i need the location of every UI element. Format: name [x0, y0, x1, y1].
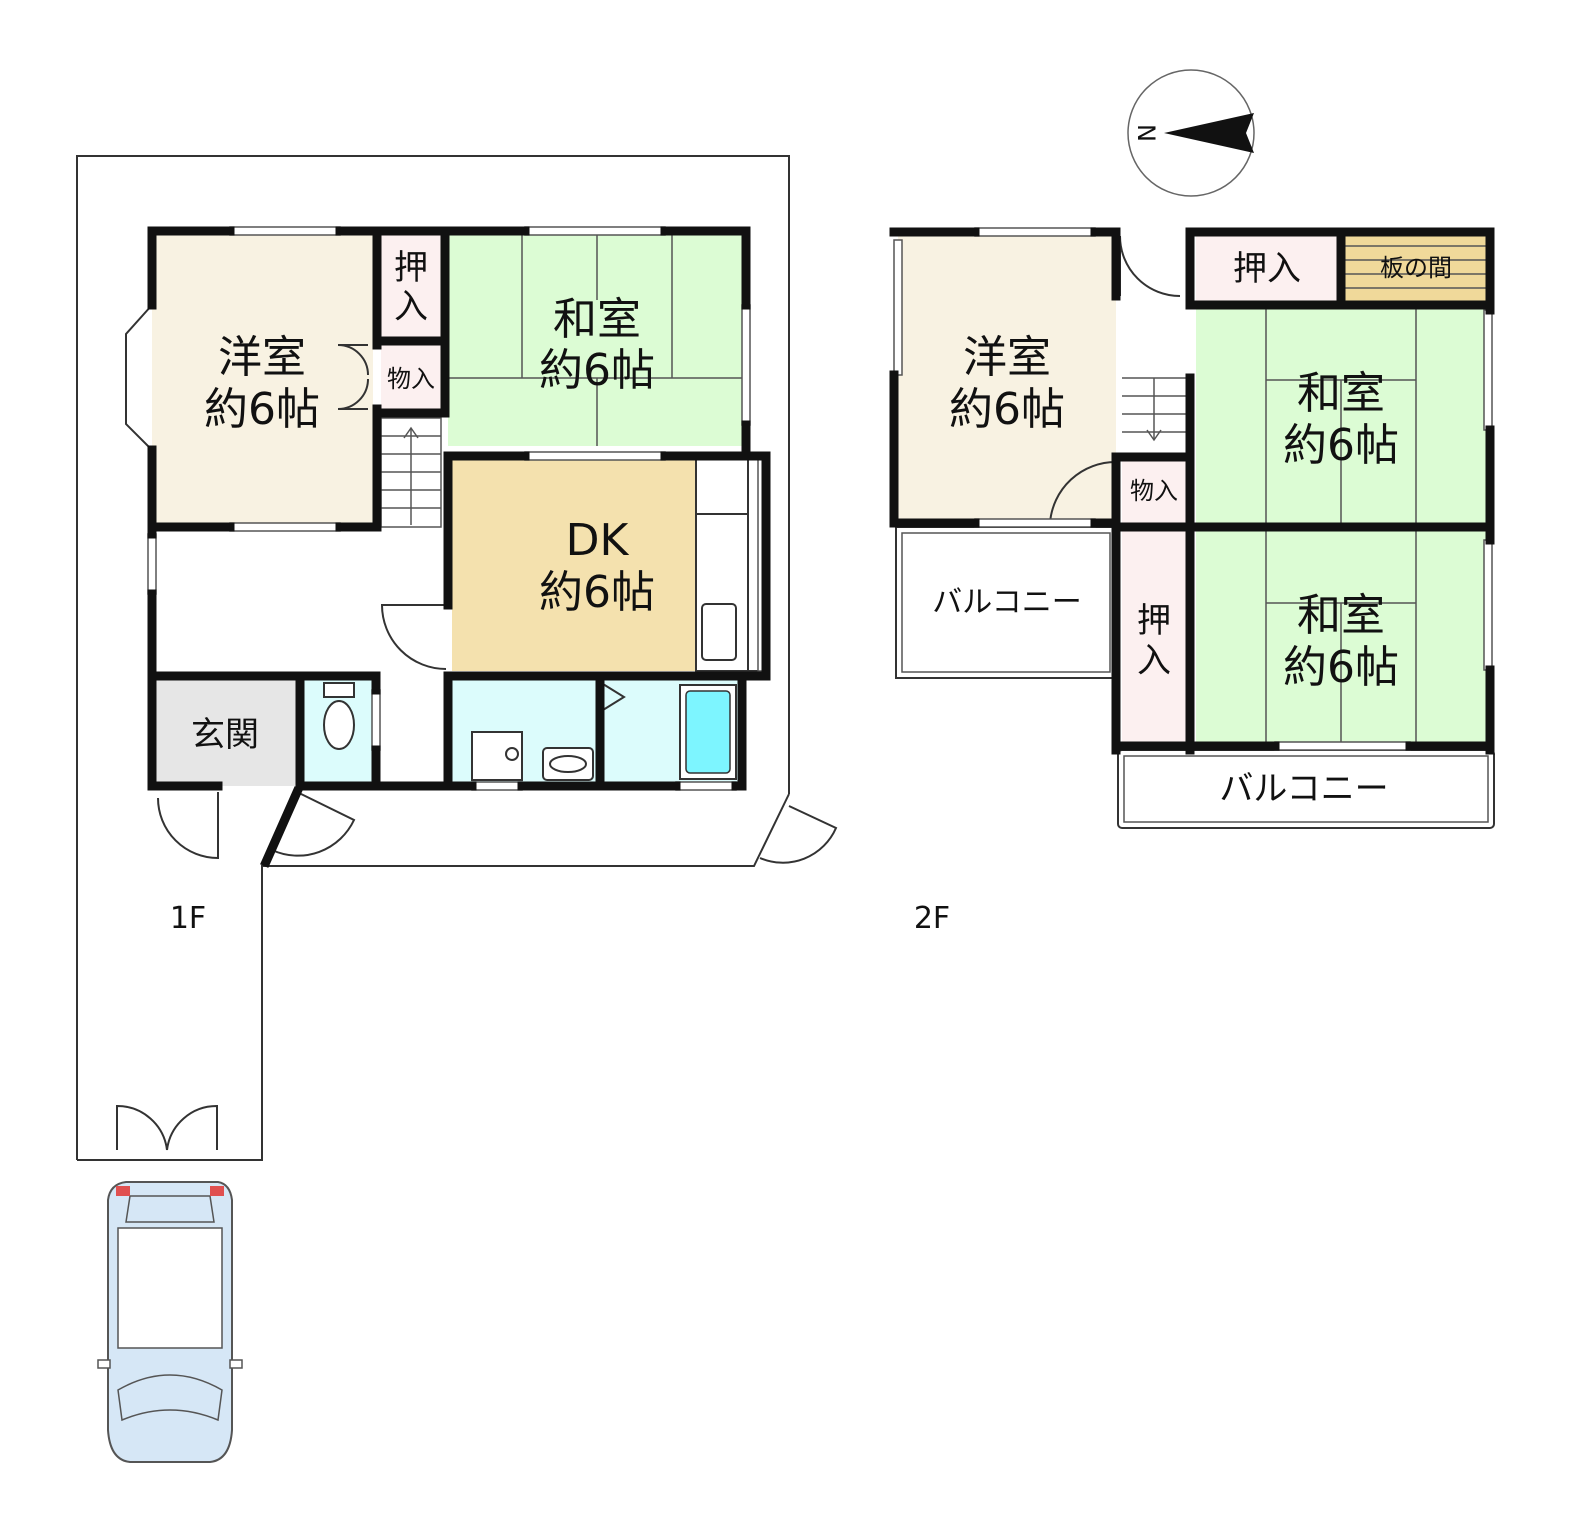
oshiire-2f-top	[1196, 232, 1339, 302]
floor-label-2f: 2F	[914, 901, 950, 936]
room-size-japanese-1f: 約6帖	[539, 345, 655, 396]
oshiire-1f	[381, 231, 441, 339]
room-name-japanese-2f-a: 和室	[1297, 368, 1385, 419]
monoire-1f	[381, 345, 441, 409]
bay-window	[125, 304, 153, 451]
toilet-icon	[323, 682, 355, 750]
room-size-western-1f: 約6帖	[204, 384, 320, 435]
genkan	[152, 676, 298, 786]
oshiire-char-1-1f: 押	[394, 248, 428, 288]
room-name-dk: DK	[566, 515, 630, 566]
balcony-west-inner	[901, 532, 1111, 673]
oshiire-char-1-2f: 押	[1137, 601, 1171, 641]
balcony-label-south: バルコニー	[1219, 769, 1388, 809]
door-swing-icon	[116, 344, 838, 1151]
dk-room	[452, 456, 696, 671]
sink-icon	[471, 683, 626, 781]
floor-label-1f: 1F	[170, 901, 206, 936]
compass-icon: N	[1127, 69, 1255, 197]
bathtub-icon	[679, 684, 737, 780]
monoire-label-1f: 物入	[387, 365, 435, 393]
genkan-label: 玄関	[191, 715, 259, 755]
stairs-icon	[380, 417, 442, 528]
oshiire-label-2f-top: 押入	[1233, 249, 1301, 289]
tatami-lines-1f	[448, 231, 746, 446]
tatami-lines-2f	[1265, 308, 1417, 746]
room-size-western-2f: 約6帖	[949, 384, 1065, 435]
walls-1f	[147, 226, 771, 868]
western-room-1f	[152, 231, 373, 527]
itanoma-label: 板の間	[1380, 254, 1452, 282]
itanoma	[1345, 232, 1488, 302]
site-boundary	[76, 155, 790, 1161]
room-size-japanese-2f-a: 約6帖	[1283, 420, 1399, 471]
monoire-label-2f: 物入	[1130, 477, 1178, 505]
japanese-room-2f-a	[1196, 308, 1488, 523]
balcony-label-west: バルコニー	[932, 585, 1081, 620]
compass-letter: N	[1132, 124, 1160, 142]
room-name-japanese-1f: 和室	[553, 294, 641, 345]
room-name-western-2f: 洋室	[963, 332, 1051, 383]
kitchen-counter	[695, 455, 763, 672]
first-floor	[116, 226, 838, 1151]
oshiire-char-2-1f: 入	[394, 287, 428, 327]
wood-lines	[1345, 245, 1488, 289]
balcony-south-inner	[1123, 755, 1489, 823]
oshiire-2f-side	[1122, 531, 1186, 746]
stairs-icon	[1122, 377, 1186, 442]
japanese-room-2f-b	[1196, 531, 1488, 746]
monoire-2f	[1122, 460, 1186, 523]
room-name-japanese-2f-b: 和室	[1297, 590, 1385, 641]
room-size-japanese-2f-b: 約6帖	[1283, 642, 1399, 693]
walls-2f	[889, 227, 1495, 755]
car-icon	[97, 1181, 243, 1463]
western-room-2f	[898, 232, 1116, 523]
second-floor	[889, 227, 1495, 829]
room-name-western-1f: 洋室	[218, 332, 306, 383]
room-size-dk: 約6帖	[539, 567, 655, 618]
oshiire-char-2-2f: 入	[1137, 641, 1171, 681]
